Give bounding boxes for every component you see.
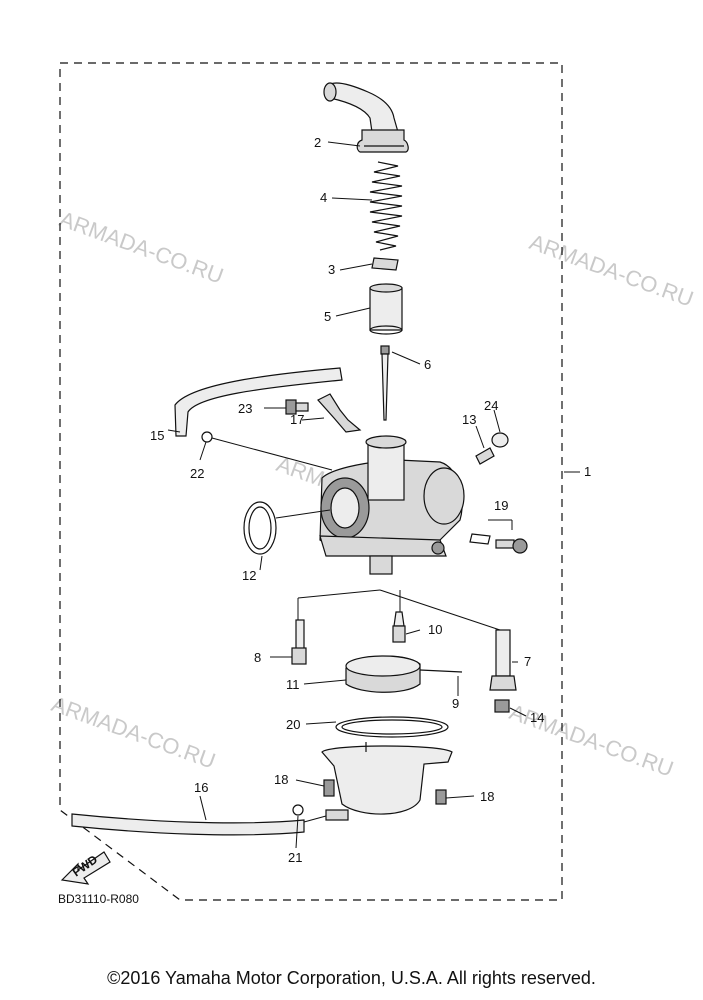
callout-1: 1 [584, 464, 591, 479]
chamber-screw-right [435, 789, 447, 805]
throttle-stop-screw [285, 399, 309, 415]
watermark-2: ARMADA-CO.RU [526, 229, 697, 311]
idle-screw [475, 447, 495, 465]
watermark-1: ARMADA-CO.RU [56, 206, 227, 288]
callout-4: 4 [320, 190, 327, 205]
float-chamber [321, 742, 453, 815]
callout-23: 23 [238, 401, 252, 416]
callout-21: 21 [288, 850, 302, 865]
callouts: 2 4 3 5 6 1 23 15 22 17 13 24 19 12 10 8… [150, 135, 591, 865]
callout-16: 16 [194, 780, 208, 795]
carburetor-body [319, 435, 465, 575]
assembly-boundary [59, 62, 563, 901]
copyright-notice: ©2016 Yamaha Motor Corporation, U.S.A. A… [107, 968, 596, 988]
main-jet [489, 629, 517, 691]
throttle-valve-spring [369, 161, 403, 251]
forward-arrow-icon: FWD [60, 851, 111, 885]
chamber-screw-left [323, 779, 335, 797]
callout-9: 9 [452, 696, 459, 711]
callout-15: 15 [150, 428, 164, 443]
callout-14: 14 [530, 710, 544, 725]
callout-12: 12 [242, 568, 256, 583]
callout-5: 5 [324, 309, 331, 324]
throttle-valve [369, 283, 403, 335]
carburetor-cap [323, 82, 409, 153]
drain-hose [71, 813, 305, 836]
pilot-screw-set [469, 533, 528, 554]
drain-screw [494, 699, 510, 713]
drain-hose-clip [292, 804, 304, 816]
needle-clip-plate [371, 257, 399, 271]
jet-needle [380, 345, 390, 421]
callout-13: 13 [462, 412, 476, 427]
callout-7: 7 [524, 654, 531, 669]
float [345, 655, 463, 693]
callout-19: 19 [494, 498, 508, 513]
callout-24: 24 [484, 398, 498, 413]
callout-20: 20 [286, 717, 300, 732]
diagram-code: BD31110-R080 [58, 892, 139, 906]
watermark-4: ARMADA-CO.RU [48, 691, 219, 773]
vent-hose [174, 367, 343, 437]
hose-clamp [201, 431, 213, 443]
callout-22: 22 [190, 466, 204, 481]
leader-lines [167, 141, 580, 849]
callout-11: 11 [286, 677, 300, 692]
main-jet-holder [291, 619, 307, 665]
o-ring [243, 501, 277, 555]
callout-8: 8 [254, 650, 261, 665]
chamber-drain-nipple [325, 809, 349, 821]
callout-6: 6 [424, 357, 431, 372]
cap-plug [491, 432, 509, 448]
callout-10: 10 [428, 622, 442, 637]
callout-18-left: 18 [274, 772, 288, 787]
callout-2: 2 [314, 135, 321, 150]
callout-18-right: 18 [480, 789, 494, 804]
float-chamber-gasket [335, 716, 449, 738]
callout-17: 17 [290, 412, 304, 427]
cable-bracket [317, 393, 362, 433]
callout-3: 3 [328, 262, 335, 277]
float-valve [392, 611, 406, 643]
